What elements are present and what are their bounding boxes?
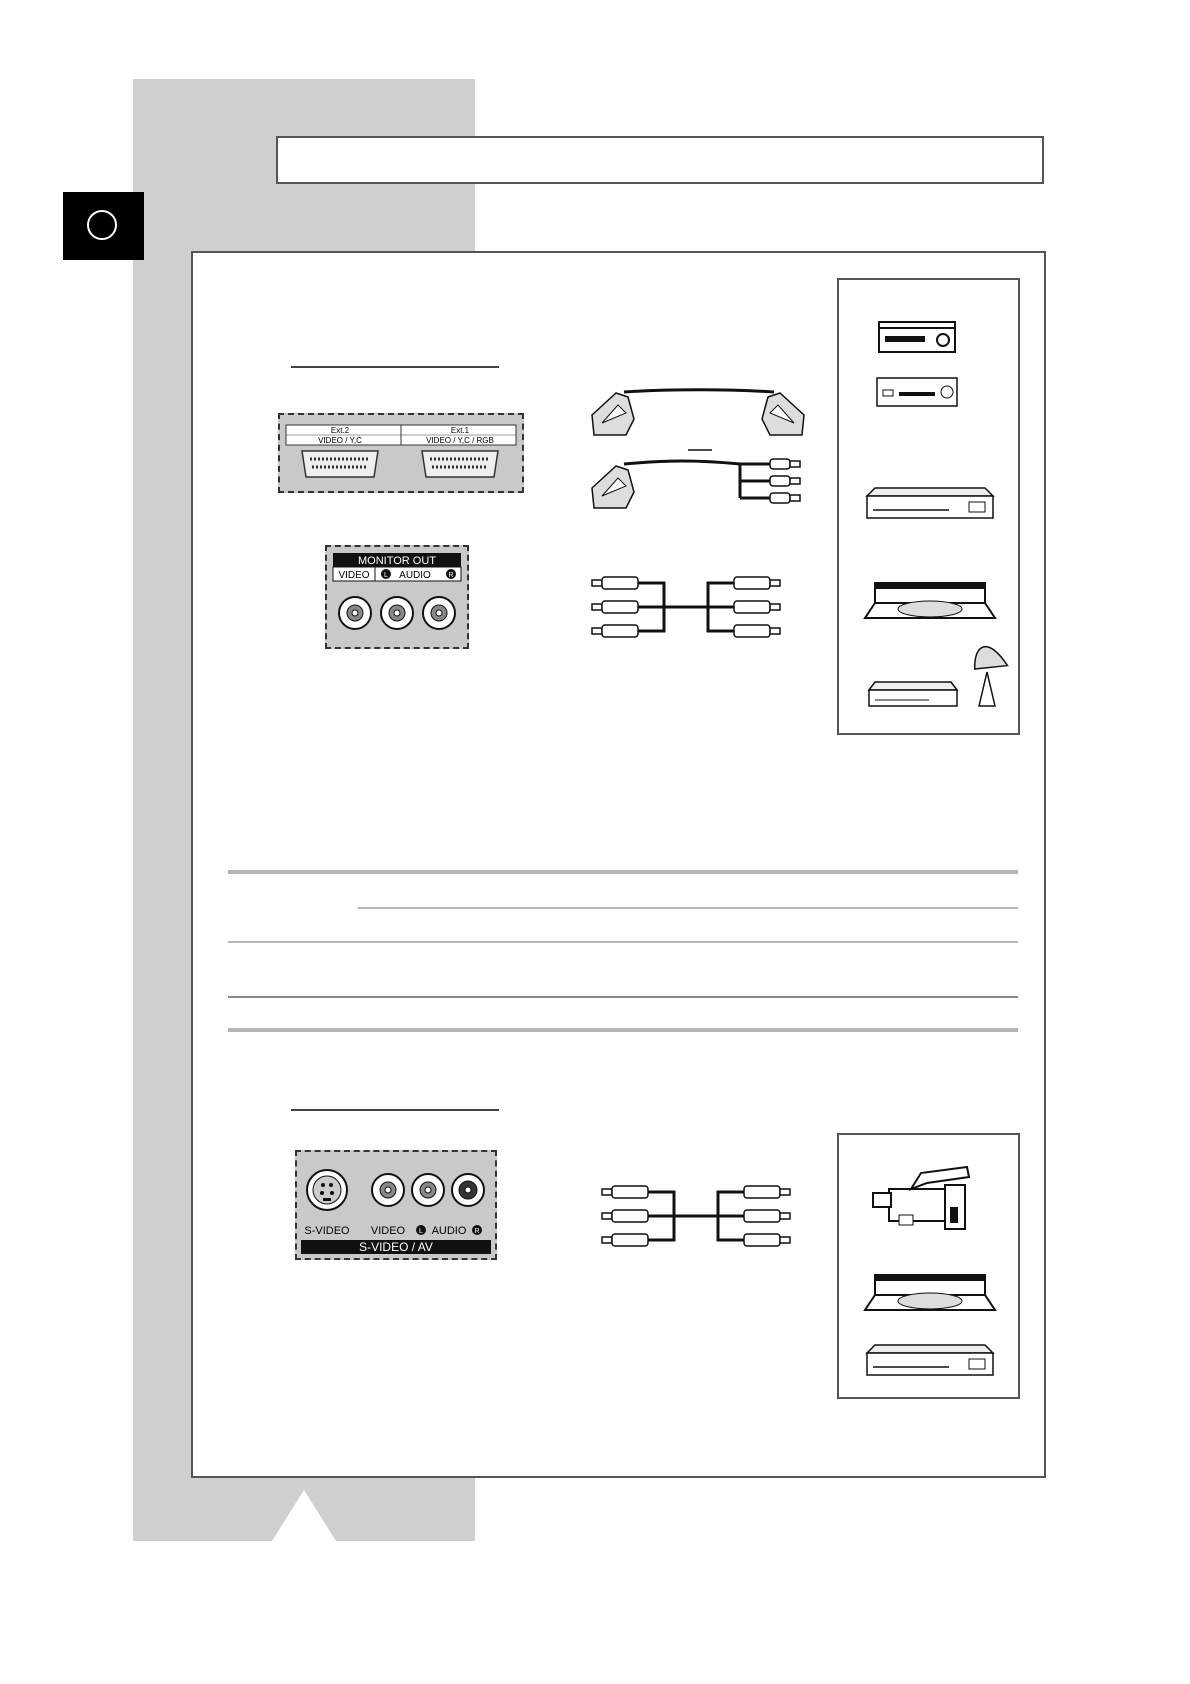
section-tab bbox=[63, 192, 144, 260]
monitor-out-video-label: VIDEO bbox=[338, 570, 369, 581]
svideo-av-panel: S-VIDEO VIDEO L AUDIO R S-VIDEO / AV bbox=[295, 1150, 497, 1260]
separator-rule-5 bbox=[228, 1028, 1018, 1032]
scart-socket-ext1 bbox=[421, 450, 499, 478]
rca-to-rca-cable-bottom bbox=[601, 1185, 791, 1247]
dvd-player-icon bbox=[876, 377, 958, 407]
av-left-channel-badge: L bbox=[419, 1228, 423, 1235]
monitor-out-panel: MONITOR OUT VIDEO L AUDIO R bbox=[325, 545, 469, 649]
camcorder-icon bbox=[872, 1165, 971, 1230]
separator-rule-1 bbox=[228, 870, 1018, 874]
satellite-receiver-icon bbox=[867, 645, 1009, 707]
av-audio-label: AUDIO bbox=[432, 1225, 467, 1237]
set-top-box-icon bbox=[865, 1344, 995, 1376]
separator-rule-2 bbox=[358, 907, 1018, 909]
disc-player-icon bbox=[863, 582, 997, 619]
monitor-out-audio-label: AUDIO bbox=[399, 570, 431, 581]
circle-icon bbox=[87, 210, 117, 240]
vcr-icon bbox=[878, 321, 956, 353]
ext1-sub-label: VIDEO / Y,C / RGB bbox=[426, 436, 494, 445]
left-channel-badge: L bbox=[384, 572, 388, 579]
ext2-label: Ext.2 bbox=[331, 426, 350, 435]
right-channel-badge: R bbox=[448, 572, 453, 579]
device-icons-bottom bbox=[863, 1165, 997, 1376]
scart-to-scart-cable bbox=[591, 388, 805, 436]
disc-player-icon bbox=[863, 1274, 997, 1311]
heading-underline-bottom bbox=[291, 1109, 499, 1111]
set-top-box-icon bbox=[865, 487, 995, 519]
page-corner-triangle bbox=[270, 1490, 338, 1544]
scart-panel: Ext.2 VIDEO / Y,C Ext.1 VIDEO / Y,C / RG… bbox=[278, 413, 524, 493]
separator-rule-3 bbox=[228, 941, 1018, 943]
svideo-jack bbox=[306, 1169, 348, 1211]
svideo-av-jacks: S-VIDEO VIDEO L AUDIO R S-VIDEO / AV bbox=[301, 1169, 491, 1254]
device-icons-top bbox=[863, 321, 1009, 707]
monitor-out-title: MONITOR OUT bbox=[358, 555, 436, 567]
ext2-sub-label: VIDEO / Y,C bbox=[318, 436, 362, 445]
rca-to-rca-cable-top bbox=[591, 576, 781, 638]
device-panel-bottom bbox=[837, 1133, 1020, 1399]
scart-to-rca-cable bbox=[591, 449, 801, 509]
page-title-box bbox=[276, 136, 1044, 184]
svideo-label: S-VIDEO bbox=[304, 1225, 350, 1237]
monitor-out-jacks: MONITOR OUT VIDEO L AUDIO R bbox=[332, 553, 462, 630]
av-video-label: VIDEO bbox=[371, 1225, 406, 1237]
device-panel-top bbox=[837, 278, 1020, 735]
heading-underline-top bbox=[291, 366, 499, 368]
ext1-label: Ext.1 bbox=[451, 426, 470, 435]
av-right-channel-badge: R bbox=[474, 1228, 479, 1235]
scart-sockets: Ext.2 VIDEO / Y,C Ext.1 VIDEO / Y,C / RG… bbox=[285, 424, 517, 478]
separator-rule-4 bbox=[228, 996, 1018, 998]
scart-socket-ext2 bbox=[301, 450, 379, 478]
svideo-av-banner: S-VIDEO / AV bbox=[359, 1240, 433, 1254]
